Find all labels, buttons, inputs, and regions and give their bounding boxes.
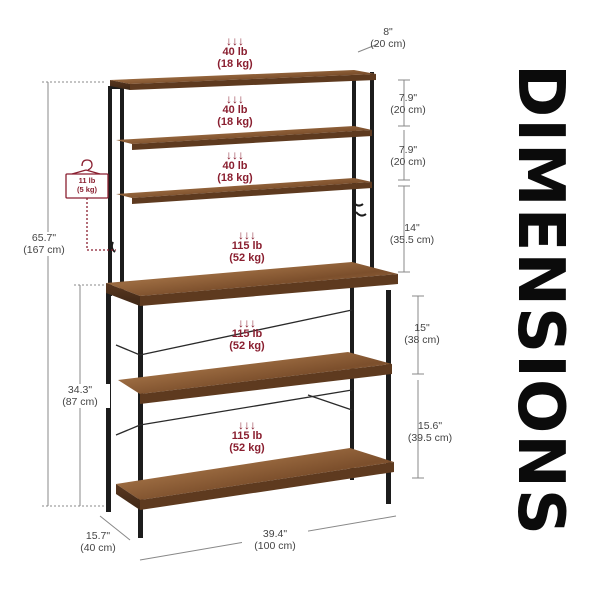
load-label-shelf-6: ↓↓↓ 115 lb (52 kg) bbox=[222, 418, 272, 454]
left-dimension-lines bbox=[42, 81, 106, 507]
dim-in: 34.3" bbox=[67, 384, 93, 396]
load-kg: (52 kg) bbox=[229, 442, 265, 454]
arrow-down-icons: ↓↓↓ bbox=[238, 418, 256, 432]
dim-cm: (20 cm) bbox=[390, 104, 426, 116]
dim-cm: (39.5 cm) bbox=[407, 432, 453, 444]
dim-width: 39.4" (100 cm) bbox=[242, 528, 308, 552]
load-kg: (52 kg) bbox=[229, 252, 265, 264]
hanger-load-label: 11 lb (5 kg) bbox=[66, 176, 108, 194]
load-label-shelf-5: ↓↓↓ 115 lb (52 kg) bbox=[222, 316, 272, 352]
load-kg: (18 kg) bbox=[217, 172, 253, 184]
load-kg: (18 kg) bbox=[217, 58, 253, 70]
hanger-icon bbox=[65, 159, 116, 251]
load-label-shelf-2: ↓↓↓ 40 lb (18 kg) bbox=[212, 92, 258, 128]
dim-cm: (87 cm) bbox=[62, 396, 98, 408]
hanger-kg: (5 kg) bbox=[76, 185, 97, 194]
dim-cm: (35.5 cm) bbox=[389, 234, 435, 246]
arrow-down-icons: ↓↓↓ bbox=[238, 228, 256, 242]
load-label-shelf-4: ↓↓↓ 115 lb (52 kg) bbox=[222, 228, 272, 264]
title-text: DIMENSIONS bbox=[503, 64, 577, 536]
dim-depth-top: 8" (20 cm) bbox=[358, 26, 418, 50]
load-lb: 40 lb bbox=[222, 160, 248, 172]
dim-in: 65.7" bbox=[31, 232, 57, 244]
dim-cm: (40 cm) bbox=[80, 542, 116, 554]
arrow-down-icons: ↓↓↓ bbox=[226, 34, 244, 48]
dim-gap-4: 15" (38 cm) bbox=[392, 322, 452, 346]
dim-lower-height: 34.3" (87 cm) bbox=[50, 384, 110, 408]
dim-gap-1: 7.9" (20 cm) bbox=[378, 92, 438, 116]
dim-cm: (20 cm) bbox=[390, 156, 426, 168]
arrow-down-icons: ↓↓↓ bbox=[226, 92, 244, 106]
dimensions-title: DIMENSIONS bbox=[503, 0, 577, 600]
dim-in: 15.6" bbox=[417, 420, 443, 432]
load-kg: (18 kg) bbox=[217, 116, 253, 128]
dim-cm: (38 cm) bbox=[404, 334, 440, 346]
arrow-down-icons: ↓↓↓ bbox=[238, 316, 256, 330]
load-label-shelf-1: ↓↓↓ 40 lb (18 kg) bbox=[212, 34, 258, 70]
load-lb: 115 lb bbox=[231, 240, 263, 252]
hooks bbox=[110, 201, 367, 253]
right-dimension-lines bbox=[99, 43, 424, 561]
dim-depth-base: 15.7" (40 cm) bbox=[68, 530, 128, 554]
dim-gap-3: 14" (35.5 cm) bbox=[376, 222, 448, 246]
dim-in: 8" bbox=[383, 26, 393, 38]
load-lb: 115 lb bbox=[231, 430, 263, 442]
dim-cm: (167 cm) bbox=[23, 244, 65, 256]
load-label-shelf-3: ↓↓↓ 40 lb (18 kg) bbox=[212, 148, 258, 184]
dim-cm: (20 cm) bbox=[370, 38, 406, 50]
dim-in: 39.4" bbox=[262, 528, 288, 540]
shelves bbox=[106, 70, 398, 510]
arrow-down-icons: ↓↓↓ bbox=[226, 148, 244, 162]
dim-in: 7.9" bbox=[398, 144, 418, 156]
cross-braces bbox=[115, 309, 353, 436]
load-lb: 40 lb bbox=[222, 104, 248, 116]
dim-in: 15.7" bbox=[85, 530, 111, 542]
dim-in: 7.9" bbox=[398, 92, 418, 104]
load-lb: 115 lb bbox=[231, 328, 263, 340]
dim-in: 14" bbox=[404, 222, 420, 234]
dim-gap-5: 15.6" (39.5 cm) bbox=[394, 420, 466, 444]
dim-cm: (100 cm) bbox=[254, 540, 296, 552]
load-kg: (52 kg) bbox=[229, 340, 265, 352]
dim-in: 15" bbox=[414, 322, 430, 334]
dim-gap-2: 7.9" (20 cm) bbox=[378, 144, 438, 168]
hanger-lb: 11 lb bbox=[78, 176, 96, 185]
load-lb: 40 lb bbox=[222, 46, 248, 58]
dim-total-height: 65.7" (167 cm) bbox=[14, 232, 74, 256]
